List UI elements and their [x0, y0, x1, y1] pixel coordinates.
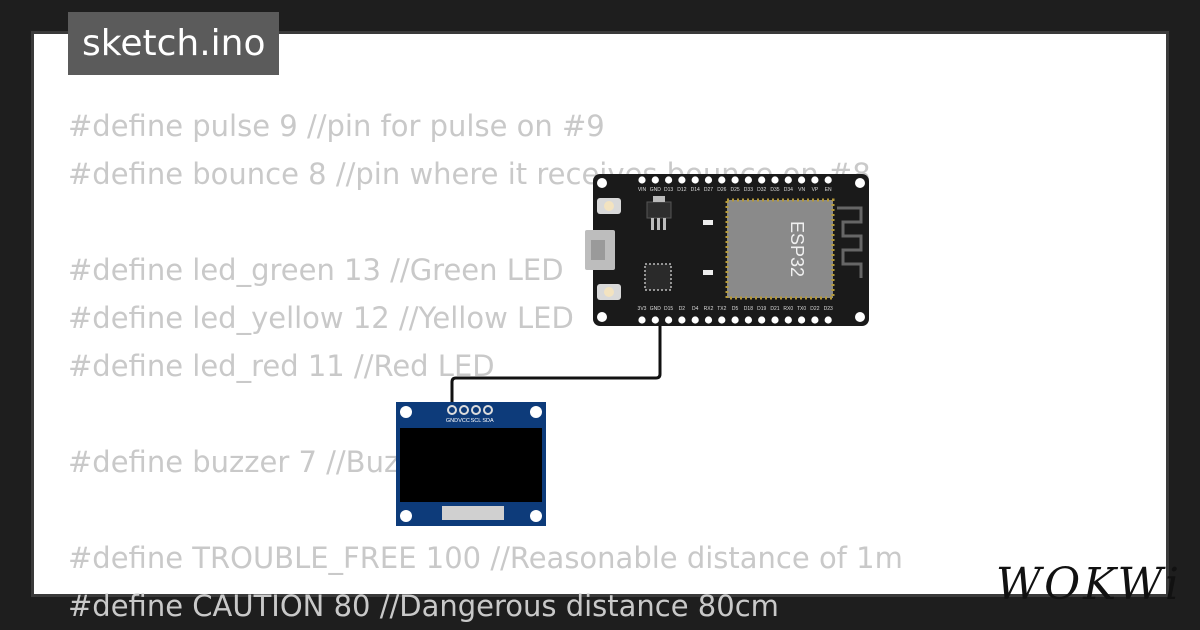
pin-label: TX0	[797, 306, 806, 312]
pin-d19[interactable]	[758, 316, 766, 324]
pin-label: D23	[824, 306, 833, 312]
oled-pin-gnd[interactable]	[447, 405, 457, 415]
pin-d13[interactable]	[665, 176, 673, 184]
bottom-pin-header[interactable]	[638, 316, 832, 324]
chip-label: ESP32	[787, 221, 807, 277]
pin-vp[interactable]	[811, 176, 819, 184]
pin-label: D25	[731, 187, 740, 193]
pin-gnd[interactable]	[651, 176, 659, 184]
pin-label: D27	[704, 187, 713, 193]
pin-label: VIN	[638, 187, 647, 193]
pin-label: D32	[757, 187, 766, 193]
pin-d23[interactable]	[824, 316, 832, 324]
code-line: #define pulse 9 //pin for pulse on #9	[68, 109, 605, 143]
pin-label: D2	[679, 306, 686, 312]
top-pin-header[interactable]	[638, 176, 832, 184]
pin-label: D12	[677, 187, 686, 193]
pin-d4[interactable]	[691, 316, 699, 324]
pin-label: VN	[798, 187, 805, 193]
pin-en[interactable]	[824, 176, 832, 184]
pin-label: GND	[650, 187, 662, 193]
pin-tx2[interactable]	[718, 316, 726, 324]
gnd-wire[interactable]	[34, 34, 1166, 594]
pin-d27[interactable]	[704, 176, 713, 184]
pin-rx0[interactable]	[784, 316, 792, 324]
oled-ribbon	[442, 506, 504, 520]
pin-d12[interactable]	[678, 176, 686, 184]
pin-label: D34	[784, 187, 793, 193]
pin-d15[interactable]	[665, 316, 673, 324]
pin-label: EN	[825, 187, 832, 193]
pin-label: D35	[770, 187, 779, 193]
wokwi-logo: WOKWi	[995, 559, 1182, 610]
oled-pin-label: SDA	[482, 418, 494, 424]
pin-d21[interactable]	[771, 316, 779, 324]
pin-d34[interactable]	[784, 176, 792, 184]
pin-3v3[interactable]	[638, 316, 646, 324]
pin-d25[interactable]	[731, 176, 739, 184]
pin-label: D5	[732, 306, 739, 312]
pin-d5[interactable]	[731, 316, 739, 324]
pin-rx2[interactable]	[704, 316, 713, 324]
pin-label: D33	[744, 187, 753, 193]
pin-label: D21	[770, 306, 779, 312]
pin-d22[interactable]	[811, 316, 819, 324]
pin-label: 3V3	[638, 306, 647, 312]
pin-d26[interactable]	[718, 176, 726, 184]
pin-label: RX0	[783, 306, 793, 312]
pin-label: D19	[757, 306, 766, 312]
pin-vin[interactable]	[638, 176, 646, 184]
pin-label: D13	[664, 187, 673, 193]
oled-pin-label: VCC	[458, 418, 470, 424]
code-line: #define CAUTION 80 //Dangerous distance …	[68, 589, 779, 623]
pin-d33[interactable]	[744, 176, 752, 184]
code-line: #define buzzer 7 //Buzzer	[68, 445, 445, 479]
code-line: #define TROUBLE_FREE 100 //Reasonable di…	[68, 541, 903, 575]
pin-label: GND	[650, 306, 662, 312]
oled-pin-label: SCL	[471, 418, 482, 424]
pin-d2[interactable]	[678, 316, 686, 324]
pin-d18[interactable]	[744, 316, 752, 324]
oled-pin-scl[interactable]	[471, 405, 481, 415]
file-tab[interactable]: sketch.ino	[68, 12, 280, 75]
code-line: #define led_green 13 //Green LED	[68, 253, 564, 287]
pin-tx0[interactable]	[798, 316, 806, 324]
pin-label: D4	[692, 306, 699, 312]
oled-pin-sda[interactable]	[483, 405, 493, 415]
pin-label: D18	[744, 306, 753, 312]
pin-label: D14	[691, 187, 700, 193]
pin-label: D22	[810, 306, 819, 312]
oled-screen	[400, 428, 542, 502]
pin-label: VP	[812, 187, 819, 193]
pin-d14[interactable]	[691, 176, 699, 184]
oled-pin-vcc[interactable]	[459, 405, 469, 415]
pin-d35[interactable]	[771, 176, 779, 184]
pin-label: TX2	[717, 306, 726, 312]
code-editor[interactable]: #define pulse 9 //pin for pulse on #9 #de…	[68, 102, 903, 630]
pin-d32[interactable]	[758, 176, 766, 184]
code-line: #define led_yellow 12 //Yellow LED	[68, 301, 574, 335]
pin-label: D26	[717, 187, 726, 193]
esp32-chip	[727, 200, 833, 298]
pin-label: D15	[664, 306, 673, 312]
pin-label: RX2	[704, 306, 714, 312]
pin-vn[interactable]	[798, 176, 806, 184]
oled-pin-label: GND	[446, 418, 458, 424]
canvas: #define pulse 9 //pin for pulse on #9 #de…	[34, 34, 1166, 623]
pin-gnd[interactable]	[651, 316, 659, 324]
